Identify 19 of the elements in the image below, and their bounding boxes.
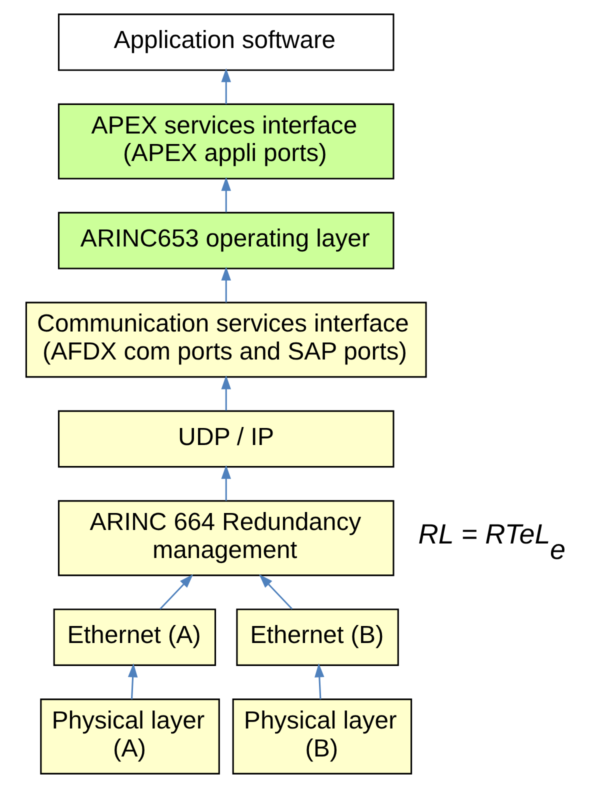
arrow [220,266,230,302]
node-box: Communication services interface (AFDX com ports and SAP ports) [24,302,426,378]
arrow [258,574,292,610]
node-box: Ethernet (A) [52,608,216,666]
arrow [220,68,230,104]
arrow [220,176,230,212]
node-box: Application software [57,14,394,71]
arrow [220,464,230,501]
arrow [314,663,324,700]
node-box: ARINC 664 Redundancy management [57,500,394,576]
node-box: Physical layer (A) [40,698,220,774]
arrow [220,375,230,411]
node-box: Ethernet (B) [236,608,398,666]
node-box: UDP / IP [57,410,394,468]
arrow [127,663,138,700]
node-box: Physical layer (B) [232,698,412,774]
node-box: ARINC653 operating layer [57,212,394,270]
arrow [159,574,193,610]
node-box: APEX services interface (APEX appli ports) [57,103,394,180]
